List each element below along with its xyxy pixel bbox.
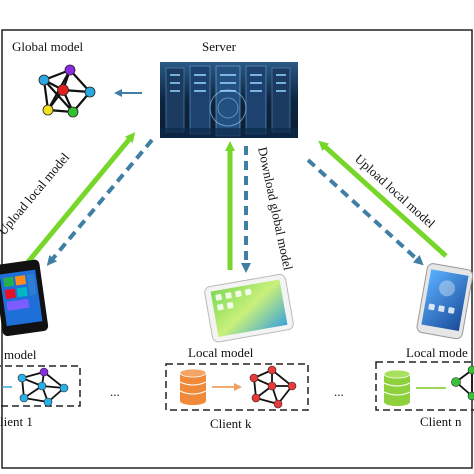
global-model-nodes: [38, 64, 96, 118]
client-label-center: Client k: [210, 416, 252, 431]
tablet-image: [204, 273, 294, 343]
client-box-right: [375, 361, 474, 411]
client-box-center: [165, 363, 309, 411]
database-icon-center: [179, 368, 207, 405]
database-icon-right: [383, 369, 411, 406]
client-box-left: [0, 365, 81, 407]
figure-frame: [1, 29, 473, 469]
ellipsis-right: ...: [334, 384, 344, 399]
server-image: [160, 62, 298, 138]
upload-arrow-left: [26, 132, 136, 264]
local-model-label-left: model: [4, 347, 37, 362]
local-model-network-icon-right: [451, 365, 474, 401]
client-label-left: lient 1: [0, 414, 33, 429]
download-label: Download global model: [255, 146, 296, 272]
client-label-right: Client n: [420, 414, 462, 429]
global-model-label: Global model: [12, 39, 84, 54]
upload-label-right: Upload local model: [352, 151, 439, 231]
ellipsis-left: ...: [110, 384, 120, 399]
local-model-network-icon-left: [17, 367, 69, 407]
local-model-network-icon-center: [249, 365, 297, 409]
local-model-label-center: Local model: [188, 345, 254, 360]
phone-right-image: [416, 263, 474, 340]
download-arrow-left: [46, 138, 154, 266]
upload-arrow-right: [318, 140, 448, 258]
server-label: Server: [202, 39, 237, 54]
download-arrow-right: [306, 158, 424, 266]
local-model-label-right: Local mode: [406, 345, 468, 360]
phone-left-image: [0, 259, 49, 337]
